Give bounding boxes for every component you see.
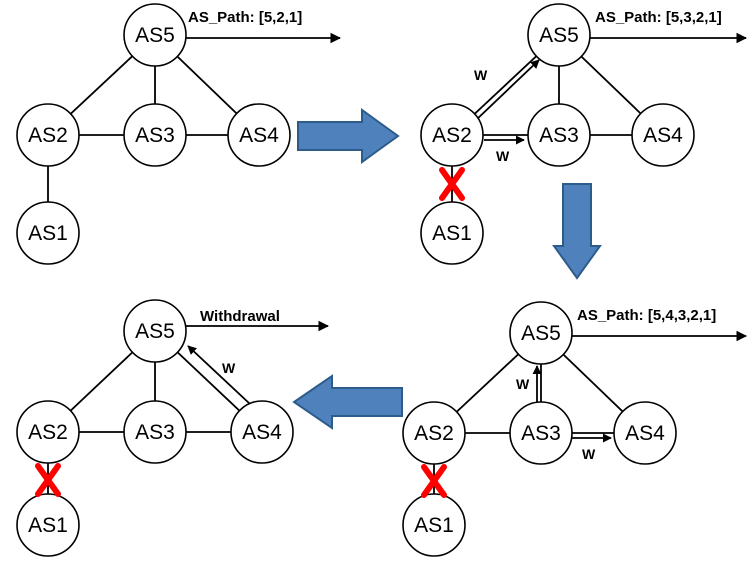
withdrawal-label: W bbox=[582, 446, 596, 462]
node-as4: AS4 bbox=[230, 400, 294, 464]
panel-2: W W AS_Path: [5,3,2,1] AS5 AS2 AS3 AS4 A… bbox=[420, 3, 748, 265]
node-as5: AS5 bbox=[509, 301, 573, 365]
node-label: AS3 bbox=[135, 421, 175, 444]
node-as3: AS3 bbox=[527, 103, 591, 167]
panel-3: W W AS_Path: [5,4,3,2,1] AS5 AS2 AS3 AS4… bbox=[402, 301, 748, 557]
node-label: AS5 bbox=[539, 24, 579, 47]
node-label: AS4 bbox=[643, 124, 683, 147]
node-label: AS3 bbox=[135, 124, 175, 147]
withdrawal-as2-as3: W bbox=[484, 135, 525, 164]
link-failure-x-icon bbox=[439, 167, 465, 201]
node-label: AS2 bbox=[28, 124, 68, 147]
node-label: AS1 bbox=[28, 514, 68, 537]
withdrawal-as3-as5: W bbox=[516, 365, 542, 403]
node-label: AS4 bbox=[242, 421, 282, 444]
node-as3: AS3 bbox=[509, 401, 573, 465]
node-as4: AS4 bbox=[227, 103, 291, 167]
node-as2: AS2 bbox=[402, 401, 466, 465]
node-as4: AS4 bbox=[631, 103, 695, 167]
node-label: AS1 bbox=[432, 222, 472, 245]
transition-arrow-right bbox=[297, 108, 400, 164]
withdrawal-as4-as5: W bbox=[187, 345, 251, 405]
node-as1: AS1 bbox=[402, 493, 466, 557]
node-label: AS5 bbox=[135, 24, 175, 47]
node-as5: AS5 bbox=[527, 3, 591, 67]
node-as1: AS1 bbox=[420, 201, 484, 265]
transition-arrow-down bbox=[552, 183, 602, 280]
node-as4: AS4 bbox=[613, 401, 677, 465]
node-label: AS2 bbox=[414, 422, 454, 445]
announcement-label: AS_Path: [5,3,2,1] bbox=[595, 9, 722, 26]
withdrawal-label: W bbox=[474, 67, 488, 83]
node-label: AS2 bbox=[432, 124, 472, 147]
announcement-label: AS_Path: [5,4,3,2,1] bbox=[577, 307, 716, 324]
node-as2: AS2 bbox=[420, 103, 484, 167]
withdrawal-label: W bbox=[222, 360, 236, 376]
withdrawal-label: W bbox=[496, 148, 510, 164]
link-failure-x-icon bbox=[421, 464, 447, 498]
node-label: AS3 bbox=[521, 422, 561, 445]
node-label: AS3 bbox=[539, 124, 579, 147]
withdrawal-as2-as5: W bbox=[474, 59, 540, 122]
announcement-label: Withdrawal bbox=[200, 308, 280, 325]
node-as1: AS1 bbox=[16, 493, 80, 557]
node-as2: AS2 bbox=[16, 103, 80, 167]
withdrawal-label: W bbox=[516, 376, 530, 392]
node-label: AS2 bbox=[28, 421, 68, 444]
node-label: AS1 bbox=[28, 222, 68, 245]
node-as3: AS3 bbox=[123, 103, 187, 167]
node-label: AS4 bbox=[239, 124, 279, 147]
node-label: AS1 bbox=[414, 514, 454, 537]
node-label: AS5 bbox=[135, 320, 175, 343]
panel-4: W Withdrawal AS5 AS2 AS3 AS4 AS1 bbox=[16, 299, 330, 557]
withdrawal-as3-as4: W bbox=[572, 433, 612, 462]
transition-arrow-left bbox=[292, 374, 403, 430]
node-label: AS5 bbox=[521, 322, 561, 345]
node-as2: AS2 bbox=[16, 400, 80, 464]
link-failure-x-icon bbox=[35, 463, 61, 497]
node-as1: AS1 bbox=[16, 201, 80, 265]
node-as5: AS5 bbox=[123, 3, 187, 67]
panel-1: AS_Path: [5,2,1] AS5 AS2 AS3 AS4 AS1 bbox=[16, 3, 342, 265]
announcement-label: AS_Path: [5,2,1] bbox=[188, 9, 302, 26]
node-as5: AS5 bbox=[123, 299, 187, 363]
node-label: AS4 bbox=[625, 422, 665, 445]
node-as3: AS3 bbox=[123, 400, 187, 464]
